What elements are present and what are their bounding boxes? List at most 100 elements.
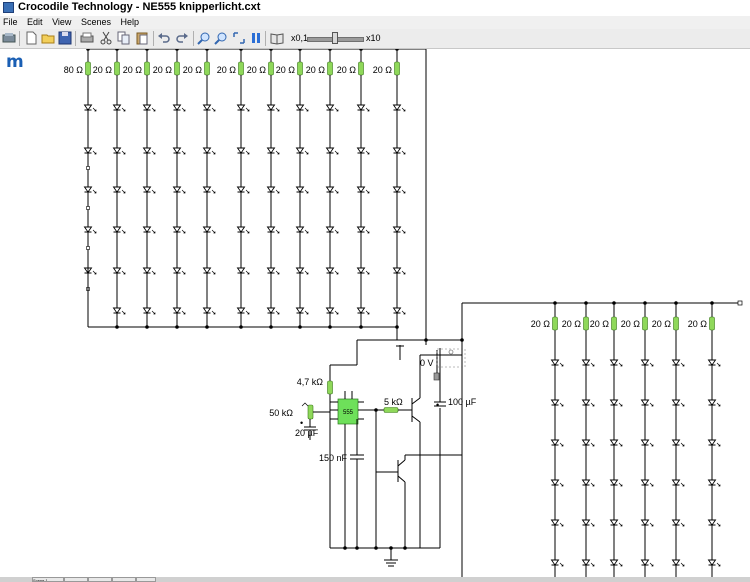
- resistor-3[interactable]: [144, 61, 150, 76]
- led[interactable]: [142, 104, 152, 111]
- led[interactable]: [325, 307, 335, 314]
- led[interactable]: [112, 104, 122, 111]
- led[interactable]: [202, 104, 212, 111]
- led[interactable]: [83, 186, 93, 193]
- scene-tab[interactable]: Scene 1: [32, 577, 64, 582]
- led[interactable]: [581, 399, 591, 406]
- right-resistor-6[interactable]: [709, 316, 715, 331]
- led[interactable]: [356, 186, 366, 193]
- led[interactable]: [295, 307, 305, 314]
- resistor-4[interactable]: [174, 61, 180, 76]
- right-resistor-3[interactable]: [611, 316, 617, 331]
- zoom-fit-button[interactable]: [232, 31, 246, 45]
- led[interactable]: [142, 147, 152, 154]
- led[interactable]: [609, 439, 619, 446]
- led[interactable]: [325, 226, 335, 233]
- led[interactable]: [356, 307, 366, 314]
- led[interactable]: [236, 186, 246, 193]
- resistor-1[interactable]: [85, 61, 91, 76]
- undo-button[interactable]: [157, 31, 171, 45]
- pause-button[interactable]: [249, 31, 263, 45]
- led[interactable]: [142, 267, 152, 274]
- speed-slider-thumb[interactable]: [331, 32, 338, 44]
- right-resistor-5[interactable]: [673, 316, 679, 331]
- led[interactable]: [112, 267, 122, 274]
- led[interactable]: [172, 226, 182, 233]
- led[interactable]: [325, 147, 335, 154]
- print-button[interactable]: [80, 31, 94, 45]
- wire[interactable]: [411, 397, 421, 405]
- led[interactable]: [325, 104, 335, 111]
- resistor-6[interactable]: [238, 61, 244, 76]
- led[interactable]: [609, 479, 619, 486]
- led[interactable]: [671, 359, 681, 366]
- led[interactable]: [112, 307, 122, 314]
- led[interactable]: [671, 399, 681, 406]
- led[interactable]: [236, 307, 246, 314]
- led[interactable]: [609, 359, 619, 366]
- led[interactable]: [202, 307, 212, 314]
- led[interactable]: [112, 186, 122, 193]
- led[interactable]: [266, 104, 276, 111]
- wire[interactable]: [397, 475, 406, 483]
- potentiometer-50k[interactable]: [307, 404, 314, 420]
- led[interactable]: [392, 186, 402, 193]
- led[interactable]: [172, 147, 182, 154]
- led[interactable]: [142, 186, 152, 193]
- led[interactable]: [707, 359, 717, 366]
- wire[interactable]: [411, 415, 421, 423]
- scene-tab-blank[interactable]: [136, 577, 156, 582]
- menu-file[interactable]: File: [3, 17, 18, 27]
- led[interactable]: [236, 226, 246, 233]
- led[interactable]: [202, 186, 212, 193]
- led[interactable]: [671, 479, 681, 486]
- led[interactable]: [707, 559, 717, 566]
- led[interactable]: [295, 104, 305, 111]
- led[interactable]: [581, 359, 591, 366]
- led[interactable]: [550, 359, 560, 366]
- led[interactable]: [356, 147, 366, 154]
- resistor-9[interactable]: [327, 61, 333, 76]
- led[interactable]: [172, 104, 182, 111]
- led[interactable]: [236, 104, 246, 111]
- led[interactable]: [266, 226, 276, 233]
- led[interactable]: [707, 479, 717, 486]
- led[interactable]: [581, 519, 591, 526]
- led[interactable]: [266, 267, 276, 274]
- led[interactable]: [295, 267, 305, 274]
- save-button[interactable]: [58, 31, 72, 45]
- led[interactable]: [392, 147, 402, 154]
- menu-help[interactable]: Help: [120, 17, 139, 27]
- led[interactable]: [325, 186, 335, 193]
- resistor-4k7[interactable]: [327, 380, 333, 395]
- scene-tab-blank[interactable]: [88, 577, 112, 582]
- scene-tab-blank[interactable]: [64, 577, 88, 582]
- led[interactable]: [172, 186, 182, 193]
- led[interactable]: [550, 479, 560, 486]
- led[interactable]: [707, 439, 717, 446]
- led[interactable]: [581, 479, 591, 486]
- led[interactable]: [671, 519, 681, 526]
- led[interactable]: [112, 226, 122, 233]
- led[interactable]: [707, 399, 717, 406]
- led[interactable]: [266, 147, 276, 154]
- led[interactable]: [581, 559, 591, 566]
- led[interactable]: [392, 104, 402, 111]
- parts-library-button[interactable]: [2, 31, 16, 45]
- led[interactable]: [172, 267, 182, 274]
- led[interactable]: [83, 147, 93, 154]
- right-resistor-1[interactable]: [552, 316, 558, 331]
- redo-button[interactable]: [175, 31, 189, 45]
- led[interactable]: [609, 519, 619, 526]
- zoom-out-button[interactable]: [214, 31, 228, 45]
- led[interactable]: [392, 267, 402, 274]
- led[interactable]: [202, 226, 212, 233]
- led[interactable]: [295, 186, 305, 193]
- cut-button[interactable]: [99, 31, 113, 45]
- led[interactable]: [392, 226, 402, 233]
- led[interactable]: [142, 307, 152, 314]
- led[interactable]: [202, 267, 212, 274]
- led[interactable]: [609, 399, 619, 406]
